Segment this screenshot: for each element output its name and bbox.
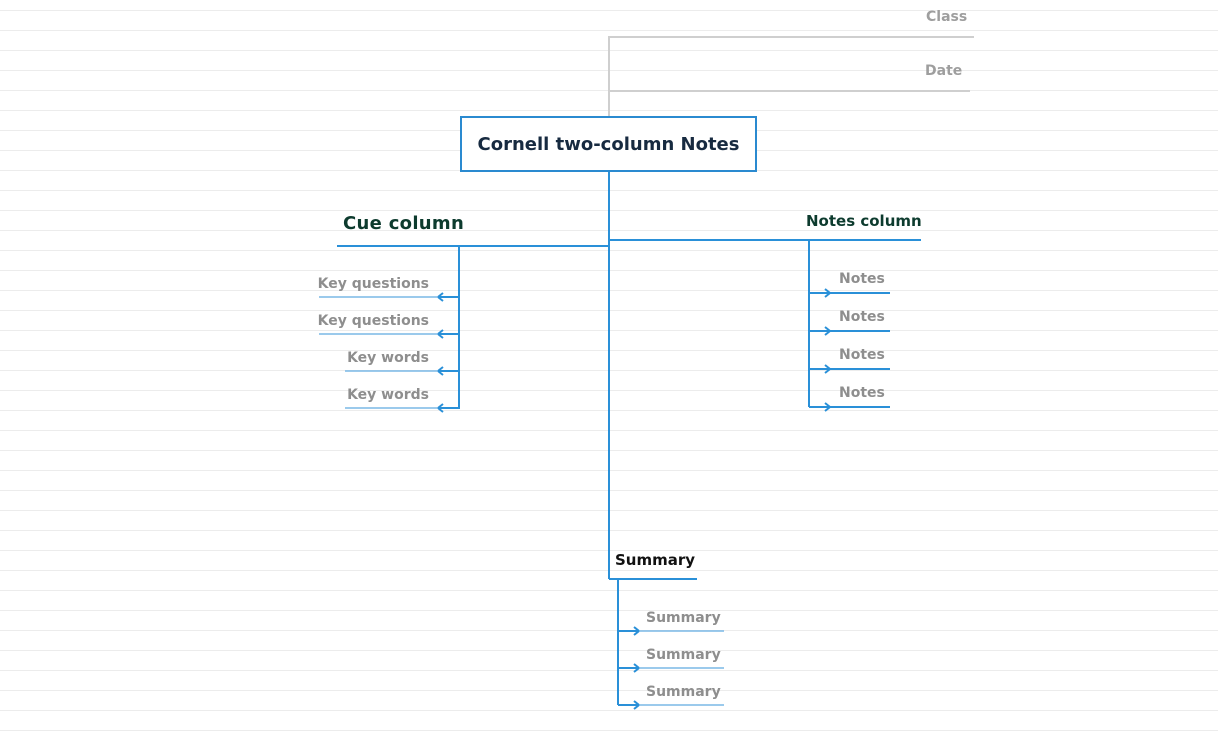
cue-leaf-1[interactable]: Key questions	[317, 276, 429, 292]
date-label[interactable]: Date	[925, 63, 963, 79]
summary-leaf-3[interactable]: Summary	[646, 684, 721, 700]
cue-leaf-2[interactable]: Key questions	[317, 313, 429, 329]
class-label[interactable]: Class	[926, 9, 968, 25]
notes-column-label[interactable]: Notes column	[806, 212, 922, 230]
notes-leaf-underlines	[830, 292, 890, 408]
notes-leaf-4[interactable]: Notes	[839, 385, 885, 401]
meta-stem	[608, 36, 974, 116]
summary-leaf-2[interactable]: Summary	[646, 647, 721, 663]
cue-column-label[interactable]: Cue column	[343, 213, 465, 234]
cue-leaf-3[interactable]: Key words	[347, 350, 429, 366]
summary-leaf-1[interactable]: Summary	[646, 610, 721, 626]
notes-leaf-2[interactable]: Notes	[839, 309, 885, 325]
cue-leaf-underlines	[319, 296, 438, 409]
meta-connectors	[608, 36, 974, 116]
cue-leaf-4[interactable]: Key words	[347, 387, 429, 403]
summary-label[interactable]: Summary	[615, 551, 696, 569]
notes-leaf-3[interactable]: Notes	[839, 347, 885, 363]
root-node[interactable]: Cornell two-column Notes	[460, 116, 757, 172]
summary-leaf-underlines	[639, 630, 724, 706]
notes-leaf-1[interactable]: Notes	[839, 271, 885, 287]
